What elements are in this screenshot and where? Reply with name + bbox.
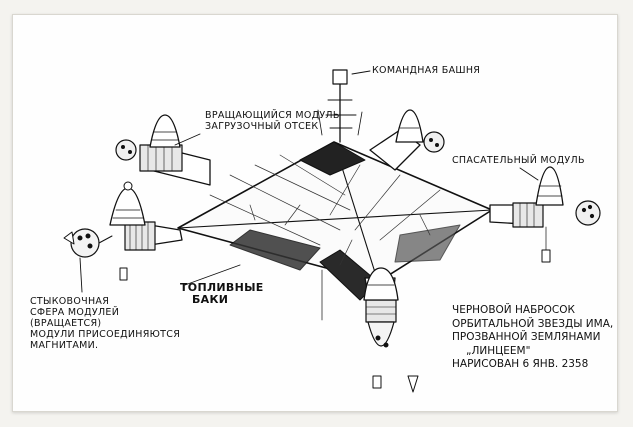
label-docking-line2: сфера модулей (30, 307, 120, 318)
leader-docking (79, 257, 83, 293)
pod-right (535, 166, 601, 263)
label-command-tower: Командная башня (372, 65, 481, 76)
command-tower (317, 69, 363, 143)
leader-command-tower (351, 70, 371, 75)
pod-upper-right (395, 109, 445, 153)
label-docking-line4: модули присоединяются (30, 329, 181, 340)
label-rotating-module-line1: Вращающийся модуль (205, 110, 340, 121)
leader-rescue-module (519, 167, 539, 181)
label-docking-line3: (вращается) (30, 318, 102, 329)
label-rescue-module: Спасательный модуль (452, 155, 585, 166)
leader-rotating-module (174, 133, 201, 146)
pod-bottom (363, 267, 419, 393)
label-fuel-tanks-line2: баки (192, 293, 229, 306)
label-fuel-tanks-line1: Топливные (180, 281, 264, 294)
caption-line5: Нарисован 6 янв. 2358 (452, 358, 589, 370)
pod-upper-left (115, 114, 181, 161)
caption-line4: „Линцеем" (466, 344, 531, 357)
pod-left (109, 181, 146, 226)
docking-sphere (63, 228, 128, 281)
caption-line2: орбитальной звезды ИМА, (452, 317, 614, 330)
sketch-caption: Черновой набросок орбитальной звезды ИМА… (452, 304, 613, 372)
caption-line3: прозванной землянами (452, 331, 601, 343)
caption-line1: Черновой набросок (452, 304, 575, 316)
label-docking-line1: Стыковочная (30, 296, 110, 307)
leader-fuel-tanks (184, 264, 241, 286)
label-docking-line5: магнитами. (30, 340, 99, 351)
label-rotating-module-line2: загрузочный отсек (205, 121, 319, 132)
